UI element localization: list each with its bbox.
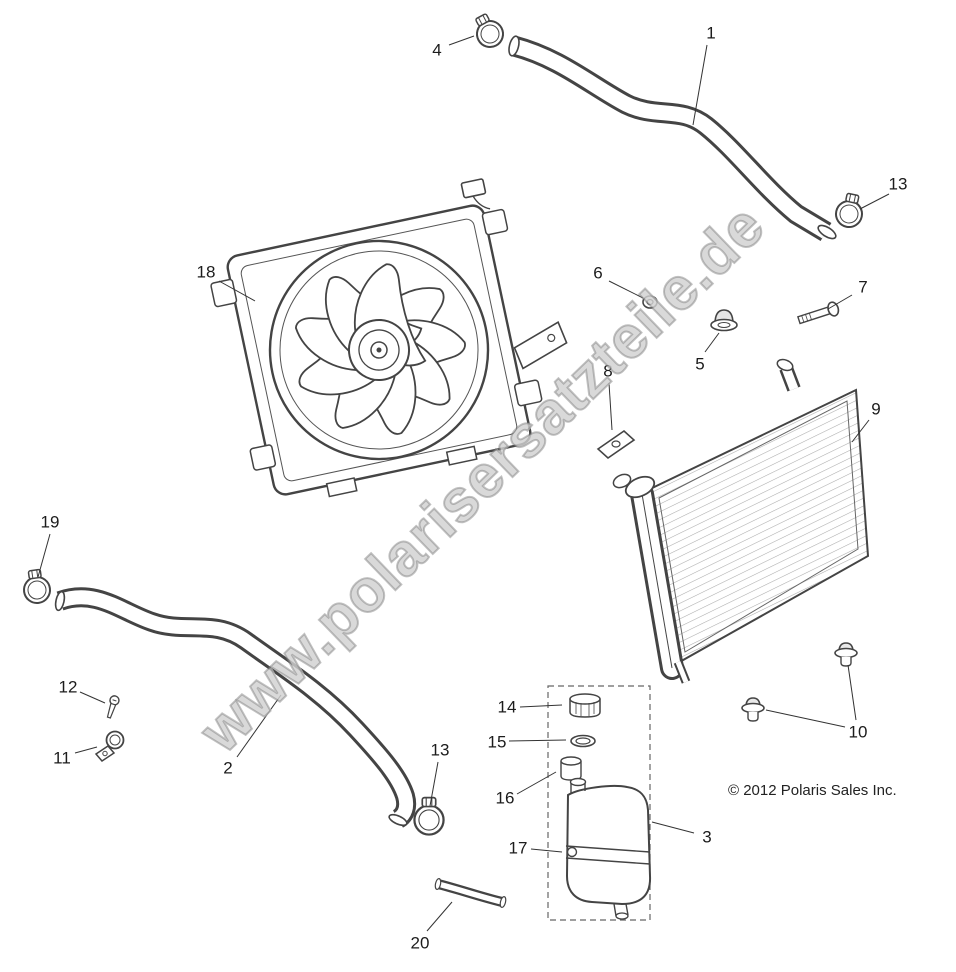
- coolant-bottle-group-part-3: [547, 685, 652, 921]
- coolant-bottle-body: [565, 777, 652, 920]
- leader-line-11: [74, 746, 98, 754]
- part-callout-1: 1: [706, 23, 716, 43]
- hose-part-20: [434, 877, 507, 908]
- leader-line-9: [851, 419, 870, 443]
- radiator-filler-neck: [624, 475, 656, 499]
- leader-line-17: [530, 848, 563, 853]
- part-callout-3: 3: [702, 827, 712, 847]
- cushion-clamp-part-11: [94, 730, 125, 762]
- plug-part-10-a: [834, 642, 858, 667]
- hose-clamp-part-13-upper: [832, 190, 867, 231]
- hose-clamp-part-13-lower: [413, 796, 445, 836]
- leader-line-13: [429, 761, 439, 807]
- leader-line-20: [426, 901, 453, 932]
- part-callout-19: 19: [40, 512, 60, 532]
- grommet-part-5: [710, 309, 738, 332]
- leader-line-18: [218, 280, 256, 302]
- fan-shroud-assembly-part-18: [210, 178, 568, 498]
- leader-line-7: [827, 294, 853, 310]
- part-callout-5: 5: [695, 354, 705, 374]
- part-callout-13: 13: [888, 174, 908, 194]
- part-callout-18: 18: [196, 262, 216, 282]
- bottle-strap-part-17: [565, 845, 651, 865]
- leader-line-16: [516, 771, 557, 795]
- part-callout-15: 15: [487, 732, 507, 752]
- bottle-cap-part-14: [569, 693, 601, 718]
- copyright-text: © 2012 Polaris Sales Inc.: [728, 782, 897, 799]
- leader-line-12: [79, 691, 106, 704]
- lower-radiator-hose-part-2: [54, 587, 417, 828]
- hose-clamp-part-4: [468, 9, 509, 53]
- leader-line-5: [704, 332, 720, 353]
- detail-box: [547, 685, 651, 921]
- leader-line-19: [37, 533, 51, 578]
- nut-part-6: [642, 295, 658, 309]
- part-callout-13: 13: [430, 740, 450, 760]
- leader-line-10: [765, 709, 846, 728]
- radiator-outlet: [776, 358, 794, 372]
- part-callout-16: 16: [495, 788, 515, 808]
- bracket-part-8: [596, 429, 636, 460]
- upper-radiator-hose-part-1: [508, 35, 837, 242]
- part-callout-9: 9: [871, 399, 881, 419]
- filler-neck-part-16: [560, 756, 582, 781]
- part-callout-20: 20: [410, 933, 430, 953]
- leader-lines: [37, 35, 890, 932]
- leader-line-10: [847, 664, 857, 721]
- leader-line-13: [859, 193, 890, 210]
- leader-line-14: [519, 704, 563, 708]
- hose-clamp-part-19: [20, 567, 53, 606]
- part-callout-4: 4: [432, 40, 442, 60]
- leader-line-2: [236, 694, 282, 758]
- leader-line-3: [651, 821, 695, 834]
- part-callout-14: 14: [497, 697, 517, 717]
- part-callout-11: 11: [53, 748, 71, 768]
- leader-line-15: [508, 739, 567, 742]
- screw-part-12: [106, 695, 120, 719]
- part-callout-7: 7: [858, 277, 868, 297]
- part-callout-10: 10: [848, 722, 868, 742]
- leader-line-8: [608, 382, 613, 431]
- leader-line-6: [608, 280, 644, 299]
- bolt-part-7: [797, 301, 840, 325]
- o-ring-part-15: [570, 734, 596, 748]
- part-callout-12: 12: [58, 677, 78, 697]
- fan-connector: [460, 178, 487, 199]
- part-callout-2: 2: [223, 758, 233, 778]
- part-callout-6: 6: [593, 263, 603, 283]
- plug-part-10-b: [741, 697, 765, 722]
- leader-line-1: [692, 44, 708, 126]
- radiator-part-9: [612, 358, 870, 684]
- part-callout-8: 8: [603, 361, 613, 381]
- part-callout-17: 17: [508, 838, 528, 858]
- leader-line-4: [448, 35, 475, 46]
